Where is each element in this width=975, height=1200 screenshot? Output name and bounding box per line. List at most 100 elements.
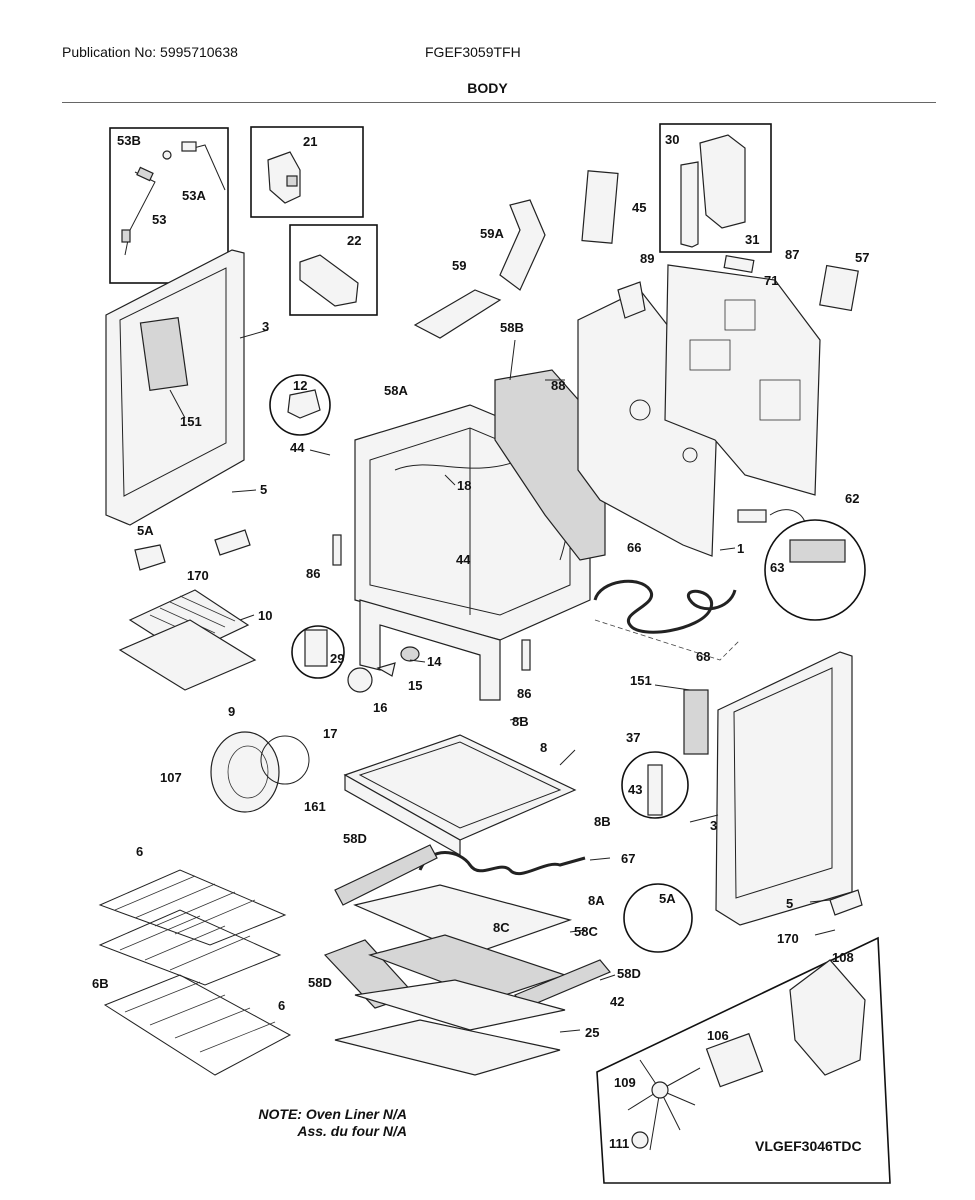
callout-42: 42 (610, 994, 624, 1009)
callout-14: 14 (427, 654, 442, 669)
insulation-58D (334, 844, 438, 906)
callout-29: 29 (330, 651, 344, 666)
callout-9: 9 (228, 704, 235, 719)
callout-31: 31 (745, 232, 759, 247)
side-panel-left (105, 249, 245, 526)
sensor-inset-12 (269, 374, 331, 436)
callout-59: 59 (452, 258, 466, 273)
publication-number: Publication No: 5995710638 (62, 44, 238, 60)
callout-170-left: 170 (187, 568, 209, 583)
vent-duct-59 (413, 289, 502, 339)
cover-part (680, 134, 746, 248)
callout-15: 15 (408, 678, 422, 693)
convection-cover (210, 731, 310, 813)
header-rule (62, 102, 936, 103)
control-bracket (299, 254, 359, 307)
leveler-inset-5A (623, 883, 693, 953)
callout-45: 45 (632, 200, 646, 215)
bracket-170-left (214, 529, 251, 556)
broil-element (593, 579, 737, 634)
callout-44-center: 44 (456, 552, 471, 567)
callout-161: 161 (304, 799, 326, 814)
bracket-89 (617, 281, 646, 319)
inset-box-21 (250, 126, 364, 218)
callout-58D-left: 58D (308, 975, 332, 990)
callout-106: 106 (707, 1028, 729, 1043)
callout-111: 111 (609, 1136, 629, 1151)
callout-37: 37 (626, 730, 640, 745)
callout-8B-upper: 8B (512, 714, 529, 729)
note-line-french: Ass. du four N/A (297, 1123, 407, 1139)
bottom-panel-25 (334, 1019, 561, 1076)
sensor-12 (287, 389, 321, 419)
callout-18: 18 (457, 478, 471, 493)
callout-25: 25 (585, 1025, 599, 1040)
bracket-170-right (829, 889, 863, 916)
callout-170-right: 170 (777, 931, 799, 946)
callout-108: 108 (832, 950, 854, 965)
side-panel-right (683, 651, 853, 926)
callout-67: 67 (621, 851, 635, 866)
callout-16: 16 (373, 700, 387, 715)
callout-43: 43 (628, 782, 642, 797)
callout-151-right: 151 (630, 673, 652, 688)
probe-sensor-parts (121, 141, 226, 256)
callout-5A-left: 5A (137, 523, 154, 538)
oven-racks (98, 869, 292, 1076)
callout-5A-right: 5A (659, 891, 676, 906)
bake-element (418, 851, 586, 876)
callout-62: 62 (845, 491, 859, 506)
callout-87: 87 (785, 247, 799, 262)
callout-21: 21 (303, 134, 317, 149)
callout-58A: 58A (384, 383, 408, 398)
leader-lines (169, 329, 836, 1033)
callout-12: 12 (293, 378, 307, 393)
callout-3-right: 3 (710, 818, 717, 833)
bottom-panel-42 (354, 979, 566, 1031)
broil-pan (118, 589, 257, 691)
callout-71: 71 (764, 273, 778, 288)
callout-58B: 58B (500, 320, 524, 335)
callout-1: 1 (737, 541, 744, 556)
filter-part-57 (819, 264, 859, 312)
callout-88: 88 (551, 378, 565, 393)
callout-10: 10 (258, 608, 272, 623)
callout-8B-lower: 8B (594, 814, 611, 829)
rack-support-86-right (521, 639, 531, 671)
callout-53A: 53A (182, 188, 206, 203)
rear-panel (664, 264, 821, 496)
switch-part (267, 151, 301, 204)
callout-58D-right: 58D (617, 966, 641, 981)
vent-duct-59A (499, 199, 546, 291)
callout-86-right: 86 (517, 686, 531, 701)
callout-22: 22 (347, 233, 361, 248)
callout-6-upper: 6 (136, 844, 143, 859)
inset-box-108 (596, 936, 891, 1184)
duct-cover-45 (581, 170, 619, 244)
convection-fan-assembly (627, 959, 866, 1151)
inset-box-22 (289, 224, 378, 316)
callout-151-left: 151 (180, 414, 202, 429)
model-number: FGEF3059TFH (425, 44, 521, 60)
oven-liner-note: NOTE: Oven Liner N/A Ass. du four N/A (222, 1106, 407, 1140)
leveler-5A-left (134, 544, 166, 571)
callout-5-left: 5 (260, 482, 267, 497)
diagram-code: VLGEF3046TDC (755, 1138, 862, 1154)
screw-43 (647, 764, 663, 816)
callout-53: 53 (152, 212, 166, 227)
callout-44-left: 44 (290, 440, 305, 455)
inset-box-30 (659, 123, 772, 253)
screw-inset-43 (621, 751, 689, 819)
callout-66: 66 (627, 540, 641, 555)
callout-58C: 58C (574, 924, 598, 939)
rack-support-86-left (332, 534, 342, 566)
callout-5-right: 5 (786, 896, 793, 911)
callout-8: 8 (540, 740, 547, 755)
callout-58D-upper: 58D (343, 831, 367, 846)
callout-107: 107 (160, 770, 182, 785)
callout-68: 68 (696, 649, 710, 664)
callout-17: 17 (323, 726, 337, 741)
callout-89: 89 (640, 251, 654, 266)
oven-lamp-parts (291, 625, 420, 693)
